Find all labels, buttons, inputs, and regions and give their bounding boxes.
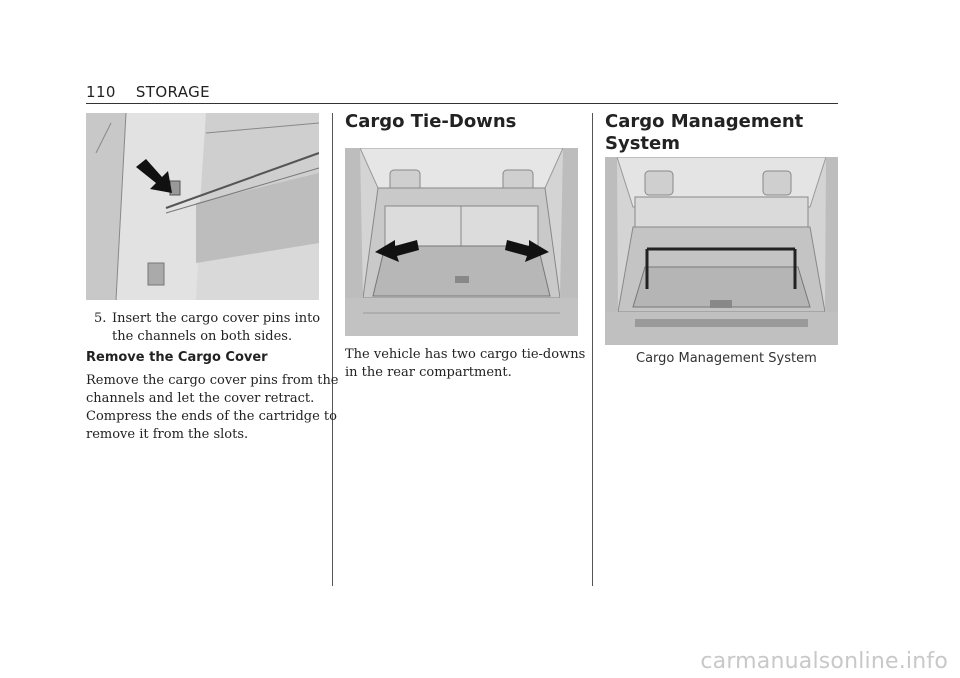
remove-cover-paragraph: Remove the cargo cover pins from the cha…	[86, 372, 339, 444]
cargo-management-system-illustration	[605, 157, 838, 345]
column-divider-left	[332, 113, 333, 586]
paragraph-line: Compress the ends of the cartridge to	[86, 409, 337, 424]
tie-downs-paragraph: The vehicle has two cargo tie-downs in t…	[345, 346, 585, 382]
cargo-cover-pin-illustration	[86, 113, 319, 300]
step-text-line2: the channels on both sides.	[112, 329, 293, 344]
step-5: 5. Insert the cargo cover pins into the c…	[94, 310, 320, 346]
watermark: carmanualsonline.info	[700, 649, 948, 674]
paragraph-line: channels and let the cover retract.	[86, 391, 315, 406]
title-line: Cargo Management	[605, 111, 804, 132]
header-rule	[86, 103, 838, 104]
title-line: System	[605, 133, 680, 154]
page-number: 110	[86, 83, 116, 101]
figure-caption: Cargo Management System	[636, 351, 817, 366]
section-name: STORAGE	[135, 83, 211, 101]
paragraph-line: remove it from the slots.	[86, 427, 249, 442]
subheading-remove-cargo-cover: Remove the Cargo Cover	[86, 350, 268, 365]
column-divider-right	[592, 113, 593, 586]
cargo-tie-downs-illustration	[345, 148, 578, 336]
paragraph-line: The vehicle has two cargo tie-downs	[345, 347, 586, 362]
step-text-line1: Insert the cargo cover pins into	[112, 311, 321, 326]
paragraph-line: in the rear compartment.	[345, 365, 512, 380]
section-title-cargo-tie-downs: Cargo Tie-Downs	[345, 111, 517, 132]
paragraph-line: Remove the cargo cover pins from the	[86, 373, 339, 388]
step-number: 5.	[94, 311, 107, 326]
page-header: 110 STORAGE	[86, 83, 210, 101]
section-title-cargo-management: Cargo Management System	[605, 111, 803, 155]
